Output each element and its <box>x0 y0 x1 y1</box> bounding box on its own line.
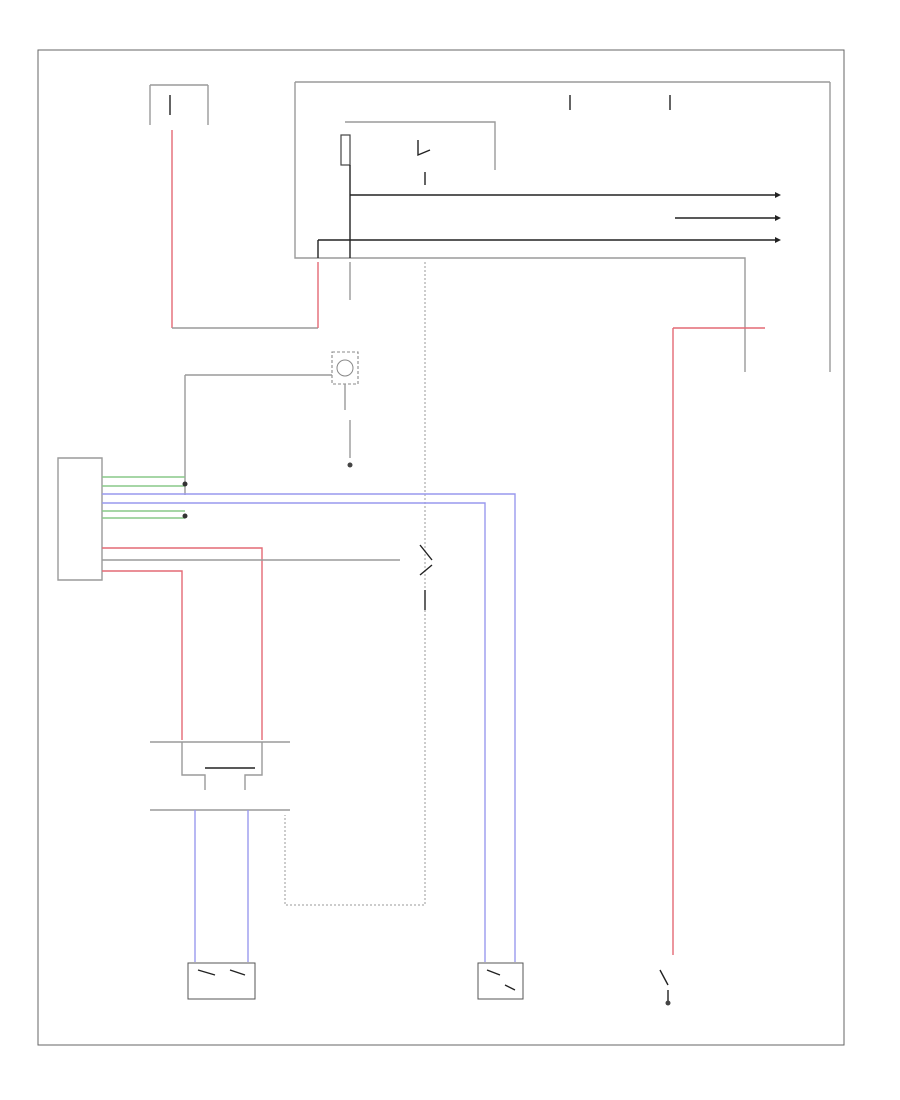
junction-block-outline <box>294 82 746 372</box>
right-terminal-arrows <box>317 192 781 258</box>
power-window-switch <box>57 457 103 581</box>
fuse-block-1 <box>149 84 209 125</box>
left-front-actuator <box>477 962 524 1000</box>
door-lock-motor <box>184 351 359 495</box>
diagram-border <box>37 49 845 1046</box>
red-wire-switch-b <box>102 570 183 740</box>
splice-dot-2 <box>182 513 188 519</box>
door-lock-switch-unit <box>150 741 290 811</box>
front-door-lock-switch <box>419 544 433 610</box>
splice-dot-1 <box>182 481 188 487</box>
dotted-signal-wire <box>284 262 426 906</box>
door-lock-relay <box>340 121 496 258</box>
resistor-icon <box>340 134 351 166</box>
ground-icon <box>347 462 353 468</box>
red-wire-switch-a <box>102 547 263 740</box>
right-front-actuator <box>187 962 256 1000</box>
blue-wire-inner <box>102 502 486 962</box>
left-rear-door-switch <box>659 969 671 1006</box>
blue-wire-outer <box>102 493 516 962</box>
